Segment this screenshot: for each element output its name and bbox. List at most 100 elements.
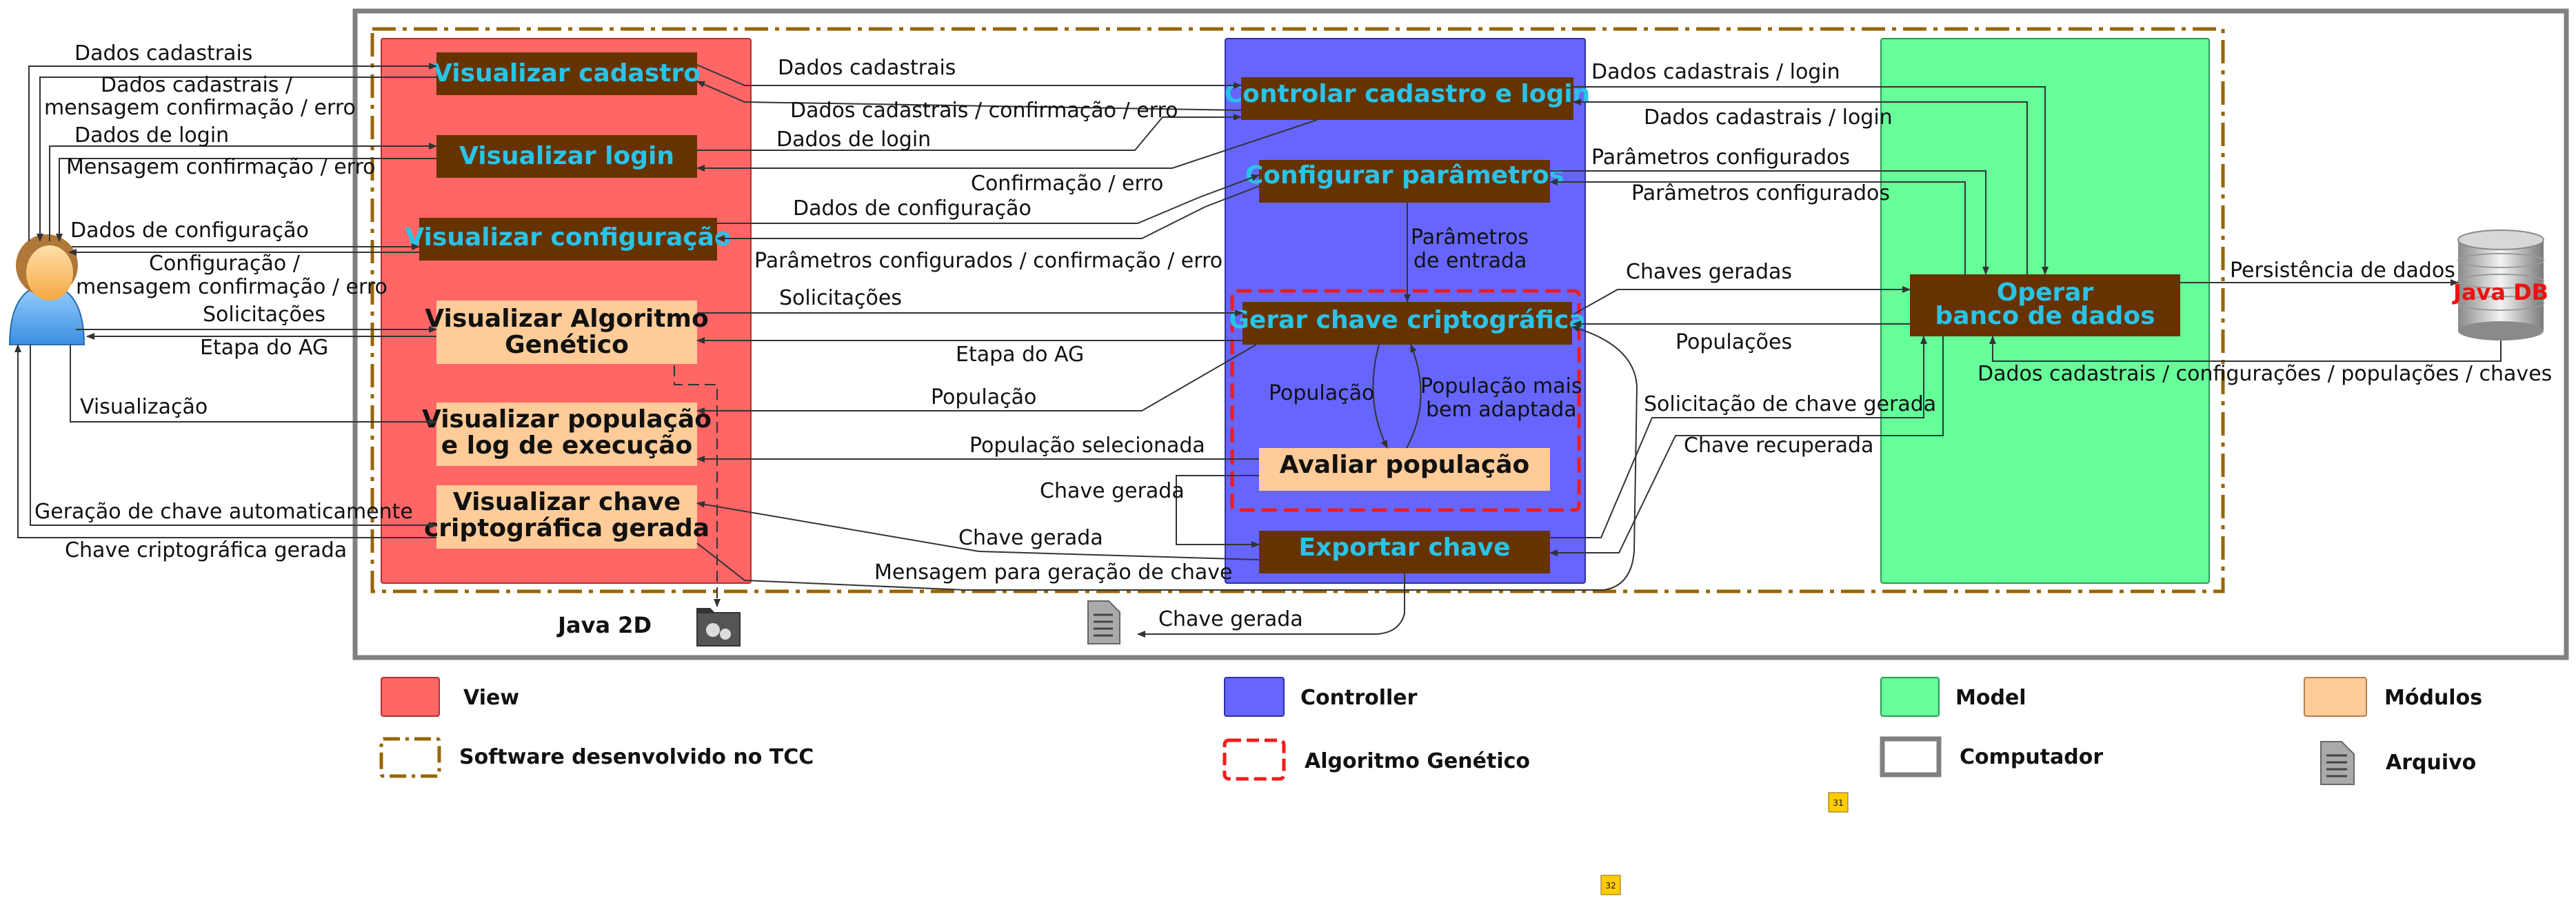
exportar-chave-label: Exportar chave <box>1298 533 1510 562</box>
visualizar-cadastro-label: Visualizar cadastro <box>433 59 701 88</box>
controller-model-arrows <box>1549 86 2049 556</box>
label-dados-cadastrais-vc: Dados cadastrais <box>778 56 956 80</box>
genetic-algorithm-boundary <box>1230 289 1581 512</box>
legend-software-swatch <box>379 737 441 778</box>
legend-view-swatch <box>381 677 440 717</box>
label-solicitacao-chave: Solicitação de chave gerada <box>1644 392 1936 416</box>
label-populacao-adaptada-1: População mais <box>1420 374 1582 398</box>
user-actor-icon <box>8 234 85 345</box>
legend-modulos-swatch <box>2304 677 2367 717</box>
label-parametros-entrada-1: Parâmetros <box>1411 225 1529 250</box>
legend-view-label: View <box>463 686 519 710</box>
label-confirmacao-erro: Confirmação / erro <box>971 172 1163 196</box>
legend-controller-swatch <box>1224 677 1285 717</box>
label-mensagem-geracao: Mensagem para geração de chave <box>874 560 1232 584</box>
model-db-arrows <box>1989 279 2502 362</box>
legend-computador-label: Computador <box>1960 745 2103 769</box>
label-chave-gerada-user: Chave criptográfica gerada <box>65 538 347 562</box>
label-persistencia: Persistência de dados <box>2230 258 2455 283</box>
label-etapa-ag-user: Etapa do AG <box>200 336 328 360</box>
user-view-arrows <box>14 63 437 538</box>
configurar-parametros-box: Configurar parâmetros <box>1245 160 1564 203</box>
label-dados-login-vc: Dados de login <box>776 128 931 152</box>
legend-modulos-label: Módulos <box>2384 686 2482 710</box>
page-badge-32: 32 <box>1600 875 1621 895</box>
visualizar-login-box: Visualizar login <box>436 135 697 178</box>
file-icon <box>1087 600 1120 644</box>
exportar-chave-box: Exportar chave <box>1259 531 1550 573</box>
legend-ag-label: Algoritmo Genético <box>1305 749 1530 773</box>
legend-arquivo-icon <box>2320 741 2355 785</box>
label-dados-login-user: Dados de login <box>74 123 229 148</box>
controller-internal-arrows <box>1372 203 1422 449</box>
label-populacao-selecionada: População selecionada <box>969 434 1205 458</box>
legend-model-label: Model <box>1955 686 2026 710</box>
visualizar-login-label: Visualizar login <box>459 142 674 170</box>
label-chave-gerada-left: Chave gerada <box>1040 479 1185 503</box>
label-populacao-adaptada-2: bem adaptada <box>1426 398 1577 422</box>
label-chave-recuperada: Chave recuperada <box>1684 434 1873 458</box>
configurar-parametros-label: Configurar parâmetros <box>1245 161 1564 190</box>
computer-boundary <box>352 8 2569 660</box>
label-dados-cadastrais-user: Dados cadastrais <box>74 41 252 65</box>
label-parametros-entrada-2: de entrada <box>1413 249 1527 273</box>
label-dados-cadastrais-msg-2: mensagem confirmação / erro <box>44 96 356 120</box>
legend-software-label: Software desenvolvido no TCC <box>459 745 814 769</box>
label-chave-gerada-vc: Chave gerada <box>958 526 1103 550</box>
label-parametros-conf: Parâmetros configurados / confirmação / … <box>754 249 1222 273</box>
label-etapa-ag-vc: Etapa do AG <box>956 343 1084 367</box>
label-dados-cadastrais-msg-1: Dados cadastrais / <box>101 73 293 97</box>
visualizar-configuracao-box: Visualizar configuração <box>405 218 732 261</box>
label-parametros-configurados-1: Parâmetros configurados <box>1591 145 1850 170</box>
visualizar-populacao-label-2: e log de execução <box>441 431 692 460</box>
label-mensagem-confirmacao-user: Mensagem confirmação / erro <box>66 155 376 179</box>
label-dados-cadastrais-conf: Dados cadastrais / confirmação / erro <box>790 99 1178 123</box>
operar-banco-label-2: banco de dados <box>1935 302 2155 330</box>
legend-arquivo-label: Arquivo <box>2386 751 2476 775</box>
legend-computador-swatch <box>1880 736 1942 777</box>
controlar-cadastro-label: Controlar cadastro e login <box>1225 80 1591 108</box>
page-badge-31: 31 <box>1828 792 1849 813</box>
software-boundary <box>370 27 2225 593</box>
visualizar-populacao-label-1: Visualizar população <box>422 405 712 434</box>
legend-controller-label: Controller <box>1300 686 1418 710</box>
visualizar-chave-box: Visualizar chave criptográfica gerada <box>424 485 710 549</box>
label-populacoes: Populações <box>1676 330 1792 354</box>
visualizar-cadastro-box: Visualizar cadastro <box>433 52 701 95</box>
label-dados-cadastrais-login-2: Dados cadastrais / login <box>1644 105 1893 130</box>
controlar-cadastro-box: Controlar cadastro e login <box>1225 77 1591 120</box>
legend: View Controller Model Módulos Software d… <box>379 677 2482 785</box>
legend-model-swatch <box>1880 677 1940 717</box>
java-2d-icon: Java 2D <box>556 608 741 647</box>
label-chave-gerada-file: Chave gerada <box>1158 607 1303 631</box>
java-db-label: Java DB <box>2452 279 2548 305</box>
label-dados-configuracao-user: Dados de configuração <box>70 218 309 243</box>
label-configuracao-msg-1: Configuração / <box>149 252 301 276</box>
label-visualizacao: Visualização <box>80 395 208 419</box>
java-2d-label: Java 2D <box>556 612 652 638</box>
visualizar-ag-label-1: Visualizar Algoritmo <box>425 305 708 333</box>
visualizar-chave-label-2: criptográfica gerada <box>424 514 710 542</box>
visualizar-populacao-box: Visualizar população e log de execução <box>422 403 712 466</box>
label-chaves-geradas: Chaves geradas <box>1626 260 1792 284</box>
label-parametros-configurados-2: Parâmetros configurados <box>1631 181 1890 205</box>
visualizar-chave-label-1: Visualizar chave <box>453 488 681 516</box>
page-badge-31-label: 31 <box>1833 798 1843 808</box>
gerar-chave-box: Gerar chave criptográfica <box>1229 302 1586 345</box>
label-geracao-chave: Geração de chave automaticamente <box>34 500 413 524</box>
operar-banco-box: Operar banco de dados <box>1910 274 2180 336</box>
label-dados-cadastrais-login-1: Dados cadastrais / login <box>1591 60 1840 84</box>
label-populacao-vc: População <box>931 385 1036 409</box>
legend-ag-swatch <box>1222 738 1286 781</box>
label-dados-configuracao-vc: Dados de configuração <box>793 196 1032 221</box>
avaliar-populacao-box: Avaliar população <box>1259 448 1550 491</box>
avaliar-populacao-label: Avaliar população <box>1280 451 1530 479</box>
gerar-chave-label: Gerar chave criptográfica <box>1229 306 1585 334</box>
label-populacao-internal: População <box>1269 381 1374 405</box>
java-db-icon: Java DB <box>2452 230 2548 340</box>
view-controller-arrows <box>674 64 1638 638</box>
visualizar-ag-box: Visualizar Algoritmo Genético <box>425 301 709 364</box>
visualizar-configuracao-label: Visualizar configuração <box>405 223 731 252</box>
page-badge-32-label: 32 <box>1605 881 1616 891</box>
